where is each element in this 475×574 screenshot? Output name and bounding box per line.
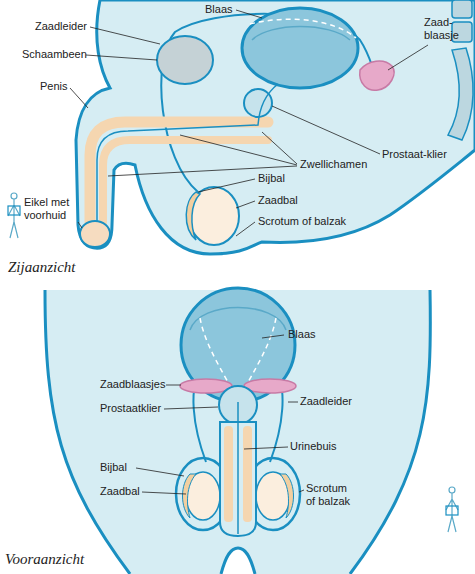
part-label: Bijbal: [258, 172, 285, 185]
erectile-body: [224, 426, 233, 522]
part-label: Zaadleider: [300, 395, 352, 408]
person-icon: [446, 487, 458, 532]
body-side: [350, 290, 430, 574]
spine: [448, 48, 473, 140]
part-label: Zaadleider: [35, 20, 87, 33]
part-label: Zaadbal: [100, 485, 140, 498]
pubic-bone: [157, 36, 213, 84]
leader-line: [136, 335, 304, 494]
seminal-vesicle: [360, 61, 394, 90]
person-icon: [8, 193, 20, 238]
prostate: [244, 89, 272, 117]
bladder-inner: [190, 308, 286, 331]
body-outline: [76, 0, 475, 254]
part-label: Scrotum of balzak: [258, 215, 346, 228]
part-label: Prostaatklier: [100, 402, 161, 415]
body-side: [45, 290, 130, 574]
epididymis: [280, 474, 294, 518]
part-label: Zwellichamen: [300, 158, 367, 171]
urethra: [237, 402, 239, 534]
part-label: Blaas: [288, 328, 316, 341]
part-label: Zaadblaasjes: [100, 378, 165, 391]
vertebra: [452, 0, 472, 18]
leg-gap: [221, 548, 255, 574]
part-label: Eikel met voorhuid: [24, 196, 72, 221]
glans: [80, 221, 110, 247]
part-label: Zaad- blaasje: [424, 16, 468, 41]
part-label: Blaas: [205, 3, 233, 16]
leader-line: [70, 10, 428, 236]
erectile-body: [103, 140, 268, 222]
part-label: Bijbal: [100, 461, 127, 474]
view-caption: Vooraanzicht: [5, 551, 84, 568]
part-label: Scrotum of balzak: [306, 482, 356, 507]
part-label: Schaambeen: [22, 48, 87, 61]
view-caption: Zijaanzicht: [8, 259, 76, 276]
bladder-inner: [252, 27, 350, 41]
part-label: Zaadbal: [258, 194, 298, 207]
erectile-body: [243, 426, 252, 522]
bladder: [181, 288, 295, 402]
epididymis: [186, 192, 200, 240]
vas-deferens-hidden: [250, 19, 356, 38]
part-label: Prostaat-klier: [382, 148, 447, 161]
part-label: Penis: [40, 80, 68, 93]
bladder: [242, 8, 358, 88]
part-label: Urinebuis: [290, 440, 336, 453]
epididymis: [183, 474, 197, 518]
